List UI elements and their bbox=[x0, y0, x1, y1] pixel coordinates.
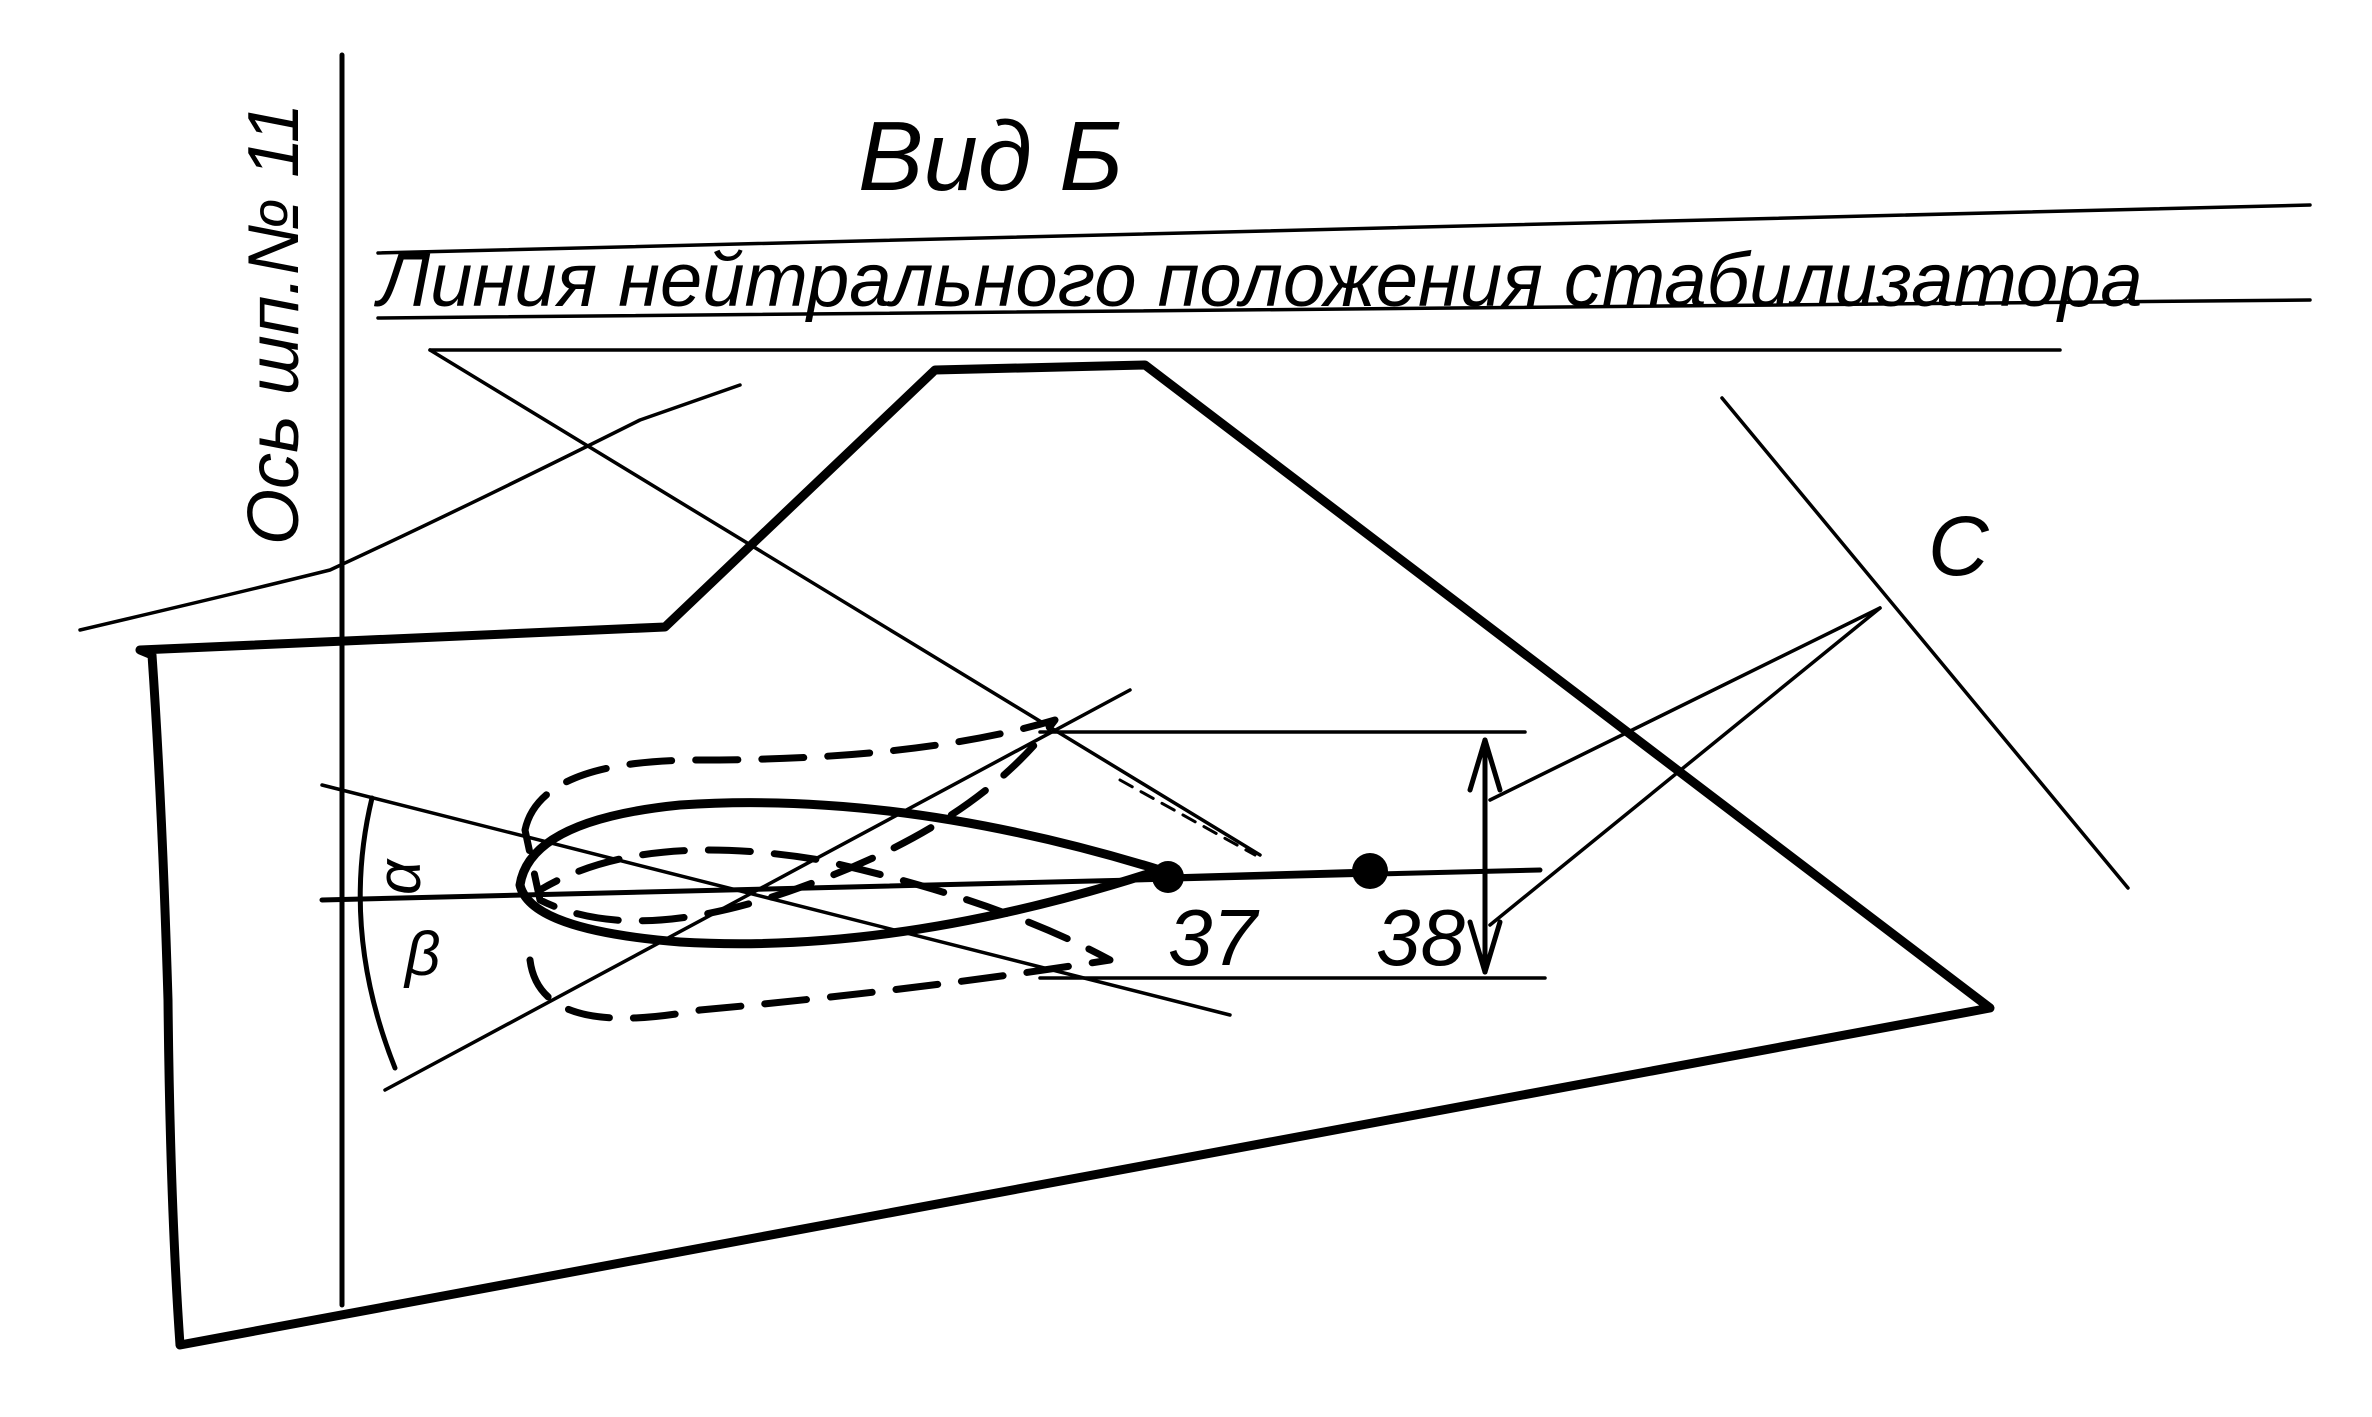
fairing-line bbox=[78, 383, 742, 632]
neutral-line-underline bbox=[376, 298, 2312, 320]
point-38-label: 38 bbox=[1376, 893, 1465, 982]
airfoil-deflected-up bbox=[521, 716, 1059, 925]
point-37-label: 37 bbox=[1168, 893, 1259, 982]
alpha-angle-line bbox=[320, 783, 1232, 1017]
diagonal-line-1 bbox=[428, 348, 1262, 857]
angle-arc bbox=[357, 795, 398, 1071]
diagonal-line-3 bbox=[1720, 396, 2130, 890]
beta-symbol: β bbox=[403, 920, 440, 989]
neutral-line bbox=[376, 203, 2312, 255]
fuselage-outline bbox=[135, 360, 1995, 1350]
airfoil-deflected-down bbox=[526, 846, 1114, 1022]
point-connector bbox=[1165, 868, 1373, 880]
letter-c-label: С bbox=[1928, 499, 1990, 593]
beta-angle-line bbox=[383, 688, 1132, 1092]
converging-line-lower bbox=[1488, 606, 1882, 927]
alpha-symbol: α bbox=[365, 858, 434, 895]
view-title: Вид Б bbox=[858, 101, 1123, 211]
dimension-arrow-bottom bbox=[1467, 919, 1503, 975]
frame-axis-label: Ось шп.№ 11 bbox=[234, 103, 314, 545]
converging-line-upper bbox=[1488, 606, 1882, 802]
helper-dashed-line bbox=[1118, 778, 1257, 857]
dimension-arrow-top bbox=[1467, 737, 1503, 793]
